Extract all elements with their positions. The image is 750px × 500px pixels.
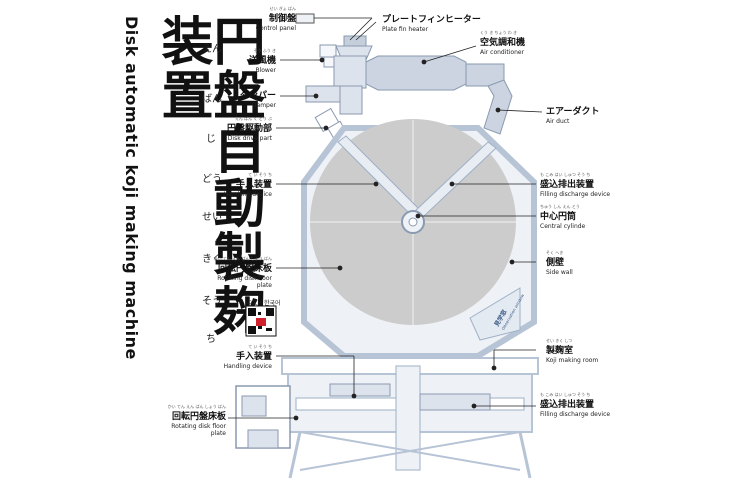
damper-riser (339, 85, 363, 115)
air-duct-shape (483, 79, 513, 135)
blower-neck (323, 56, 335, 68)
label-rotating-plate-bottom: かい てん えん ばん しょう ばん 回転円盤床板 Rotating disk … (167, 404, 226, 437)
qr-code[interactable] (245, 305, 277, 337)
label-disk-drive: えん ばん く どう ぶ 円盤駆動部 Disk drive part (226, 116, 272, 142)
label-rotating-plate-top: かい てん えん ばん しょう ばん 回転円盤床板 Rotating disk … (213, 256, 272, 289)
blower-cap (319, 44, 337, 58)
central-cylinder-core (408, 217, 418, 227)
filling-screw-bottom (419, 393, 491, 411)
heater-top (343, 35, 367, 47)
label-air-conditioner: くう き ちょう わ き 空気調和機 Air conditioner (480, 30, 526, 56)
title-english: Disk automatic koji making machine (122, 16, 141, 360)
label-handling-bottom: て い そう ち 手入装置 Handling device (223, 344, 272, 370)
frame-leg-right (518, 431, 532, 479)
title-ruby-6: きく (202, 254, 222, 265)
label-control-panel: せい ぎょ ばん 制御盤 Control panel (255, 6, 296, 32)
label-central-cylinder: ちゅう しん えん とう 中心円筒 Central cylinde (540, 204, 586, 230)
central-shaft-bottom (395, 365, 421, 471)
title-ruby-8: ち (206, 334, 216, 345)
title-ruby-3: じ (206, 134, 216, 145)
title-japanese: 円盤自動製麹装置 (152, 14, 264, 338)
label-damper: ダンパー Damper (239, 91, 276, 109)
blower-shape (333, 55, 367, 89)
title-ruby-1: えん (202, 44, 222, 55)
frame-leg-left (288, 431, 302, 479)
title-block: Disk automatic koji making machine 円盤自動製… (120, 10, 264, 390)
qr-caption: 中文・한국어 (246, 300, 281, 307)
label-air-duct: エアーダクト Air duct (546, 107, 600, 125)
handling-bar-bottom (329, 383, 391, 397)
label-handling-top: て い そう ち 手入装置 Handling device (223, 172, 272, 198)
title-ruby-4: どう (202, 174, 222, 185)
frame-brace-2 (299, 431, 521, 471)
title-ruby-7: そう (202, 296, 222, 307)
label-side-wall: そく へき 側壁 Side wall (546, 250, 573, 276)
left-machinery-base (247, 429, 279, 449)
left-machinery-motor (241, 395, 267, 417)
label-filling-bottom: も こみ はい しゅつ そう ち 盛込排出装置 Filling discharg… (540, 392, 611, 418)
label-koji-room: せい きく しつ 製麹室 Koji making room (546, 338, 599, 364)
title-ruby-2: ばん (202, 94, 222, 105)
leader-lines (228, 17, 543, 421)
observation-window (469, 287, 521, 341)
air-conditioner-shape (365, 55, 467, 91)
duct-horizontal (465, 63, 505, 87)
title-ruby-5: せい (202, 212, 222, 223)
label-filling-top: も こみ はい しゅつ そう ち 盛込排出装置 Filling discharg… (540, 172, 611, 198)
control-panel-box (295, 13, 315, 24)
label-plate-fin-heater: プレートフィンヒーター Plate fin heater (382, 15, 481, 33)
label-blower: そう ふう き 送風機 Blower (248, 48, 276, 74)
